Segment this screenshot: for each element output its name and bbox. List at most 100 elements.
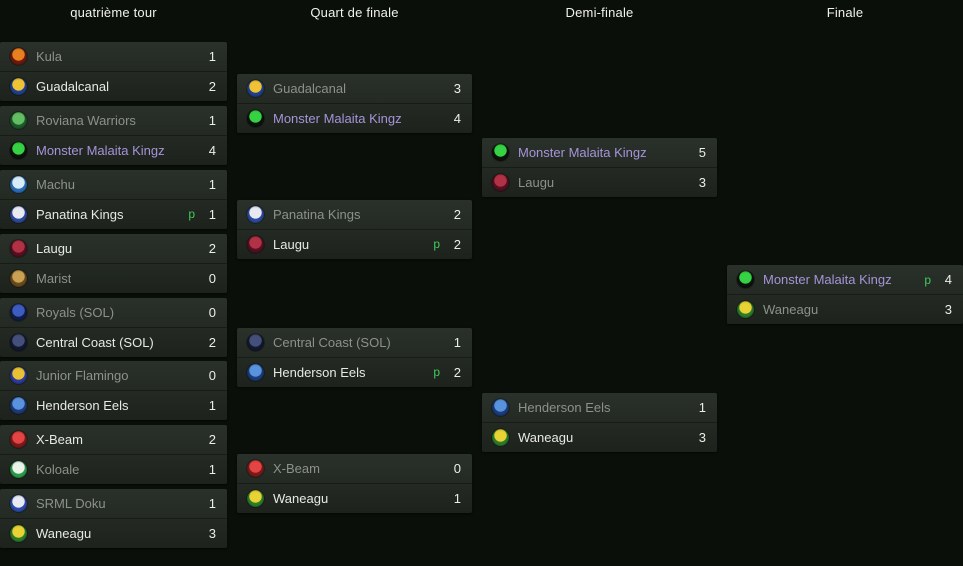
team-row[interactable]: Monster Malaita Kingz 4 <box>0 135 227 164</box>
team-score: 3 <box>944 301 952 317</box>
team-name: X-Beam <box>36 432 83 447</box>
team-row[interactable]: Marist 0 <box>0 263 227 292</box>
team-row[interactable]: Henderson Eels 1 <box>0 390 227 419</box>
team-score: 3 <box>453 81 461 96</box>
team-badge-icon <box>10 240 27 257</box>
team-name: Henderson Eels <box>518 400 611 415</box>
team-badge-icon <box>247 334 264 351</box>
team-score: 1 <box>453 490 461 506</box>
team-row[interactable]: SRML Doku 1 <box>0 489 227 518</box>
team-row[interactable]: Central Coast (SOL) 1 <box>237 328 472 357</box>
match-panel: Laugu 2 Marist 0 <box>0 234 227 293</box>
round-title: Finale <box>826 5 864 20</box>
team-badge-icon <box>247 235 264 253</box>
team-row[interactable]: Central Coast (SOL) 2 <box>0 327 227 356</box>
match-panel: Central Coast (SOL) 1 Henderson Eels p 2 <box>237 328 472 387</box>
team-badge-icon <box>10 333 27 351</box>
team-row[interactable]: X-Beam 2 <box>0 425 227 454</box>
round-column-semifinal: Demi-finale Monster Malaita Kingz 5 Laug… <box>482 0 717 566</box>
team-badge-icon <box>10 205 27 223</box>
team-name: Central Coast (SOL) <box>273 335 391 350</box>
team-score: 1 <box>208 461 216 477</box>
team-row[interactable]: Laugu 3 <box>482 167 717 196</box>
team-row[interactable]: Guadalcanal 2 <box>0 71 227 100</box>
team-row[interactable]: Panatina Kings 2 <box>237 200 472 229</box>
team-name: Junior Flamingo <box>36 368 129 383</box>
team-badge-icon <box>10 460 27 478</box>
team-score: 1 <box>208 177 216 192</box>
team-score: 2 <box>208 334 216 350</box>
team-score: 2 <box>208 241 216 256</box>
team-row[interactable]: Henderson Eels p 2 <box>237 357 472 386</box>
team-name: SRML Doku <box>36 496 106 511</box>
team-badge-icon <box>10 524 27 542</box>
team-name: Royals (SOL) <box>36 305 115 320</box>
team-score: 1 <box>208 49 216 64</box>
team-name: Laugu <box>273 236 310 252</box>
team-score: 0 <box>208 305 216 320</box>
team-badge-icon <box>10 176 27 193</box>
team-row[interactable]: Roviana Warriors 1 <box>0 106 227 135</box>
round-column-quarterfinal: Quart de finale Guadalcanal 3 Monster Ma… <box>237 0 472 566</box>
penalty-indicator: p <box>924 272 931 287</box>
team-name: Koloale <box>36 461 80 477</box>
team-row[interactable]: Henderson Eels 1 <box>482 393 717 422</box>
team-name: Monster Malaita Kingz <box>36 142 165 158</box>
team-name: Waneagu <box>273 490 329 506</box>
team-row[interactable]: Junior Flamingo 0 <box>0 361 227 390</box>
team-score: 1 <box>208 397 216 413</box>
team-badge-icon <box>10 431 27 448</box>
team-row[interactable]: Waneagu 1 <box>237 483 472 512</box>
team-row[interactable]: Kula 1 <box>0 42 227 71</box>
team-score: 1 <box>208 496 216 511</box>
round-title: quatrième tour <box>70 5 157 20</box>
team-row[interactable]: Laugu 2 <box>0 234 227 263</box>
team-row[interactable]: Panatina Kings p 1 <box>0 199 227 228</box>
team-row[interactable]: Guadalcanal 3 <box>237 74 472 103</box>
team-badge-icon <box>10 269 27 287</box>
team-score: 1 <box>208 206 216 222</box>
team-row[interactable]: Monster Malaita Kingz 5 <box>482 138 717 167</box>
penalty-indicator: p <box>433 237 440 251</box>
team-score: 4 <box>208 142 216 158</box>
team-row[interactable]: Koloale 1 <box>0 454 227 483</box>
team-name: Waneagu <box>763 301 819 317</box>
match-panel: Roviana Warriors 1 Monster Malaita Kingz… <box>0 106 227 165</box>
team-row[interactable]: X-Beam 0 <box>237 454 472 483</box>
team-row[interactable]: Waneagu 3 <box>0 518 227 547</box>
team-row[interactable]: Waneagu 3 <box>482 422 717 451</box>
match-panel: Royals (SOL) 0 Central Coast (SOL) 2 <box>0 298 227 357</box>
team-badge-icon <box>737 271 754 288</box>
team-name: Henderson Eels <box>273 364 366 380</box>
team-name: Laugu <box>36 241 73 256</box>
team-score: 3 <box>208 525 216 541</box>
team-badge-icon <box>492 173 509 191</box>
team-name: Panatina Kings <box>36 206 124 222</box>
team-row[interactable]: Royals (SOL) 0 <box>0 298 227 327</box>
team-badge-icon <box>247 206 264 223</box>
team-score: 2 <box>208 432 216 447</box>
team-score: 4 <box>453 110 461 126</box>
team-badge-icon <box>247 460 264 477</box>
team-row[interactable]: Laugu p 2 <box>237 229 472 258</box>
team-score: 3 <box>698 174 706 190</box>
team-name: Central Coast (SOL) <box>36 334 154 350</box>
team-badge-icon <box>737 300 754 318</box>
team-badge-icon <box>492 399 509 416</box>
match-panel: Monster Malaita Kingz 5 Laugu 3 <box>482 138 717 197</box>
match-panel: Panatina Kings 2 Laugu p 2 <box>237 200 472 259</box>
team-row[interactable]: Waneagu 3 <box>727 294 963 323</box>
team-badge-icon <box>10 48 27 65</box>
team-row[interactable]: Monster Malaita Kingz p 4 <box>727 265 963 294</box>
team-row[interactable]: Monster Malaita Kingz 4 <box>237 103 472 132</box>
team-badge-icon <box>10 304 27 321</box>
team-badge-icon <box>492 428 509 446</box>
team-badge-icon <box>10 141 27 159</box>
team-name: Waneagu <box>518 429 574 445</box>
match-panel: Machu 1 Panatina Kings p 1 <box>0 170 227 229</box>
team-name: Machu <box>36 177 76 192</box>
team-row[interactable]: Machu 1 <box>0 170 227 199</box>
match-panel: X-Beam 0 Waneagu 1 <box>237 454 472 513</box>
round-title: Quart de finale <box>310 5 399 20</box>
match-panel: Guadalcanal 3 Monster Malaita Kingz 4 <box>237 74 472 133</box>
